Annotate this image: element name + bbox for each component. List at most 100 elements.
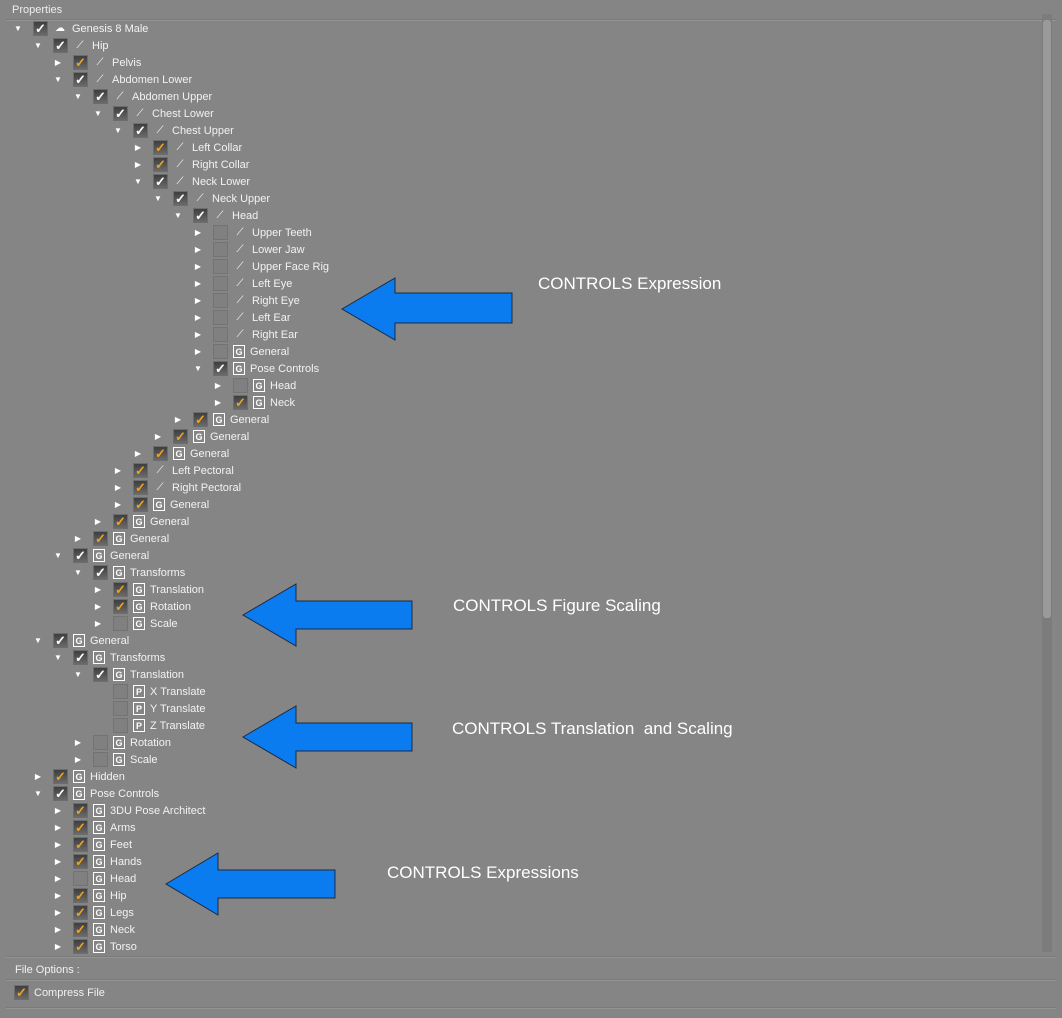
tree-row[interactable]: ▼✓⟋Head [173, 207, 258, 224]
visibility-checkbox[interactable]: ✓ [73, 905, 88, 920]
visibility-checkbox[interactable] [213, 327, 228, 342]
visibility-checkbox[interactable]: ✓ [73, 888, 88, 903]
visibility-checkbox[interactable]: ✓ [233, 395, 248, 410]
collapse-right-icon[interactable]: ▶ [94, 602, 102, 611]
visibility-checkbox[interactable]: ✓ [53, 786, 68, 801]
visibility-checkbox[interactable] [213, 293, 228, 308]
tree-row[interactable]: ▶⟋Upper Teeth [193, 224, 312, 241]
tree-row[interactable]: ▶✓⟋Left Collar [133, 139, 242, 156]
expand-down-icon[interactable]: ▼ [34, 789, 42, 798]
visibility-checkbox[interactable]: ✓ [173, 429, 188, 444]
collapse-right-icon[interactable]: ▶ [194, 347, 202, 356]
tree-row[interactable]: ▶⟋Right Ear [193, 326, 298, 343]
tree-row[interactable]: ▶✓⟋Right Pectoral [113, 479, 241, 496]
visibility-checkbox[interactable]: ✓ [93, 667, 108, 682]
visibility-checkbox[interactable] [213, 344, 228, 359]
collapse-right-icon[interactable]: ▶ [194, 245, 202, 254]
scrollbar-thumb[interactable] [1043, 20, 1051, 618]
expand-down-icon[interactable]: ▼ [134, 177, 142, 186]
visibility-checkbox[interactable]: ✓ [93, 565, 108, 580]
visibility-checkbox[interactable] [93, 752, 108, 767]
visibility-checkbox[interactable]: ✓ [113, 106, 128, 121]
tree-row[interactable]: ▼✓⟋Neck Lower [133, 173, 250, 190]
visibility-checkbox[interactable]: ✓ [153, 174, 168, 189]
visibility-checkbox[interactable] [213, 225, 228, 240]
visibility-checkbox[interactable]: ✓ [53, 769, 68, 784]
visibility-checkbox[interactable]: ✓ [193, 412, 208, 427]
visibility-checkbox[interactable]: ✓ [113, 582, 128, 597]
visibility-checkbox[interactable]: ✓ [73, 939, 88, 954]
visibility-checkbox[interactable]: ✓ [133, 463, 148, 478]
visibility-checkbox[interactable]: ✓ [53, 633, 68, 648]
collapse-right-icon[interactable]: ▶ [194, 330, 202, 339]
visibility-checkbox[interactable] [113, 701, 128, 716]
visibility-checkbox[interactable] [73, 871, 88, 886]
collapse-right-icon[interactable]: ▶ [74, 755, 82, 764]
visibility-checkbox[interactable]: ✓ [153, 140, 168, 155]
collapse-right-icon[interactable]: ▶ [194, 279, 202, 288]
expand-down-icon[interactable]: ▼ [174, 211, 182, 220]
expand-down-icon[interactable]: ▼ [114, 126, 122, 135]
visibility-checkbox[interactable]: ✓ [133, 497, 148, 512]
visibility-checkbox[interactable]: ✓ [53, 38, 68, 53]
collapse-right-icon[interactable]: ▶ [194, 262, 202, 271]
collapse-right-icon[interactable]: ▶ [154, 432, 162, 441]
collapse-right-icon[interactable]: ▶ [54, 806, 62, 815]
visibility-checkbox[interactable] [213, 242, 228, 257]
collapse-right-icon[interactable]: ▶ [54, 891, 62, 900]
visibility-checkbox[interactable]: ✓ [73, 72, 88, 87]
visibility-checkbox[interactable] [113, 718, 128, 733]
scrollbar[interactable] [1042, 14, 1052, 952]
visibility-checkbox[interactable]: ✓ [73, 803, 88, 818]
visibility-checkbox[interactable]: ✓ [93, 531, 108, 546]
tree-row[interactable]: ▼✓☁Genesis 8 Male [13, 20, 148, 37]
visibility-checkbox[interactable] [213, 310, 228, 325]
visibility-checkbox[interactable] [113, 684, 128, 699]
collapse-right-icon[interactable]: ▶ [114, 500, 122, 509]
visibility-checkbox[interactable] [233, 378, 248, 393]
collapse-right-icon[interactable]: ▶ [114, 483, 122, 492]
expand-down-icon[interactable]: ▼ [54, 75, 62, 84]
visibility-checkbox[interactable]: ✓ [113, 514, 128, 529]
tree-row[interactable]: ▶✓⟋Pelvis [53, 54, 141, 71]
visibility-checkbox[interactable]: ✓ [73, 55, 88, 70]
tree-row[interactable]: ▶✓⟋Right Collar [133, 156, 249, 173]
expand-down-icon[interactable]: ▼ [34, 41, 42, 50]
collapse-right-icon[interactable]: ▶ [54, 840, 62, 849]
tree-row[interactable]: ▶⟋Left Ear [193, 309, 291, 326]
visibility-checkbox[interactable]: ✓ [173, 191, 188, 206]
visibility-checkbox[interactable]: ✓ [113, 599, 128, 614]
visibility-checkbox[interactable] [213, 259, 228, 274]
compress-file-checkbox[interactable]: ✓ [14, 985, 29, 1000]
collapse-right-icon[interactable]: ▶ [74, 738, 82, 747]
collapse-right-icon[interactable]: ▶ [54, 823, 62, 832]
visibility-checkbox[interactable]: ✓ [73, 650, 88, 665]
collapse-right-icon[interactable]: ▶ [54, 58, 62, 67]
visibility-checkbox[interactable] [213, 276, 228, 291]
collapse-right-icon[interactable]: ▶ [134, 143, 142, 152]
visibility-checkbox[interactable]: ✓ [73, 854, 88, 869]
tree-row[interactable]: ▶⟋Left Eye [193, 275, 292, 292]
collapse-right-icon[interactable]: ▶ [194, 296, 202, 305]
